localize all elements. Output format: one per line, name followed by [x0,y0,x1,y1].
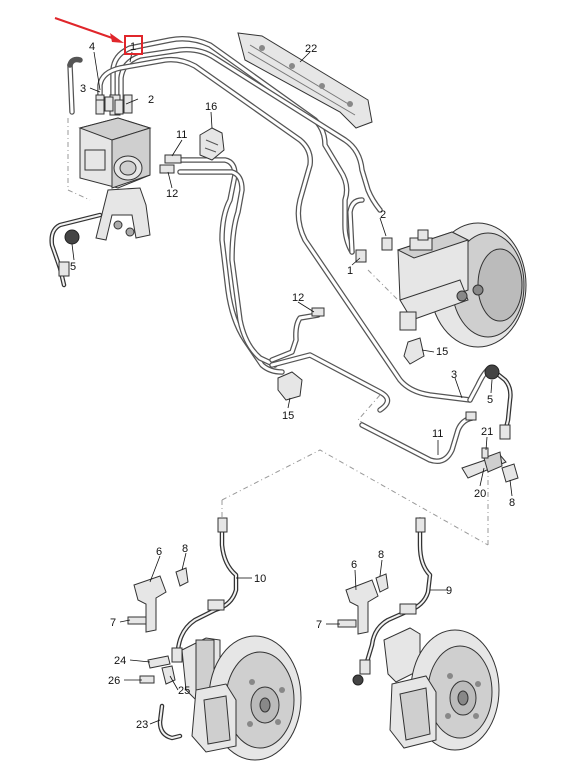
clip-16 [199,127,225,161]
part-4-pipe [67,56,83,115]
label-9: 9 [446,585,452,597]
label-21: 21 [481,426,493,438]
left-wheel-assembly [127,517,302,761]
label-12-top: 12 [166,188,178,200]
brake-pipes [97,36,493,464]
label-6-left: 6 [156,546,162,558]
bracket-20 [461,447,519,483]
clip-15-right [403,337,425,365]
label-6-right: 6 [351,559,357,571]
right-wheel-assembly [337,517,500,751]
label-16: 16 [205,101,217,113]
label-15-right: 15 [436,346,448,358]
label-1-top: 1 [130,41,136,53]
abs-hydraulic-unit [78,94,152,241]
label-25: 25 [178,685,190,697]
pointer-arrow [54,17,119,41]
leader-lines [71,51,513,725]
label-24: 24 [114,655,126,667]
pointer-arrowhead [110,33,124,43]
label-3-top: 3 [80,83,86,95]
flex-hose-5-right [465,364,513,440]
label-1-mid: 1 [347,265,353,277]
label-20: 20 [474,488,486,500]
label-11-bottom: 11 [432,428,443,440]
label-5-left: 5 [70,261,76,273]
flex-hose-5-left [49,212,103,288]
label-8-left: 8 [182,543,188,555]
master-cylinder-fittings [311,237,393,317]
label-12-mid: 12 [292,292,304,304]
label-23: 23 [136,719,148,731]
label-26: 26 [108,675,120,687]
reference-lines [67,118,489,546]
label-5-right: 5 [487,394,493,406]
bracket-plate-22 [237,32,373,129]
label-8-rightwheel: 8 [378,549,384,561]
label-2-mid: 2 [380,209,386,221]
callout-labels: 1 4 3 2 22 16 11 12 5 2 1 12 15 15 3 5 1… [70,41,515,731]
label-3-right: 3 [451,369,457,381]
label-22: 22 [305,43,317,55]
label-7-right: 7 [316,619,322,631]
clip-15-mid [277,371,303,401]
label-8-right: 8 [509,497,515,509]
label-10: 10 [254,573,266,585]
label-11-top: 11 [176,129,187,141]
master-cylinder-booster [396,222,527,348]
label-2-top: 2 [148,94,154,106]
highlight-marker [54,17,143,55]
label-15-mid: 15 [282,410,294,422]
label-7-left: 7 [110,617,116,629]
highlight-box [124,35,143,55]
label-4: 4 [89,41,95,53]
